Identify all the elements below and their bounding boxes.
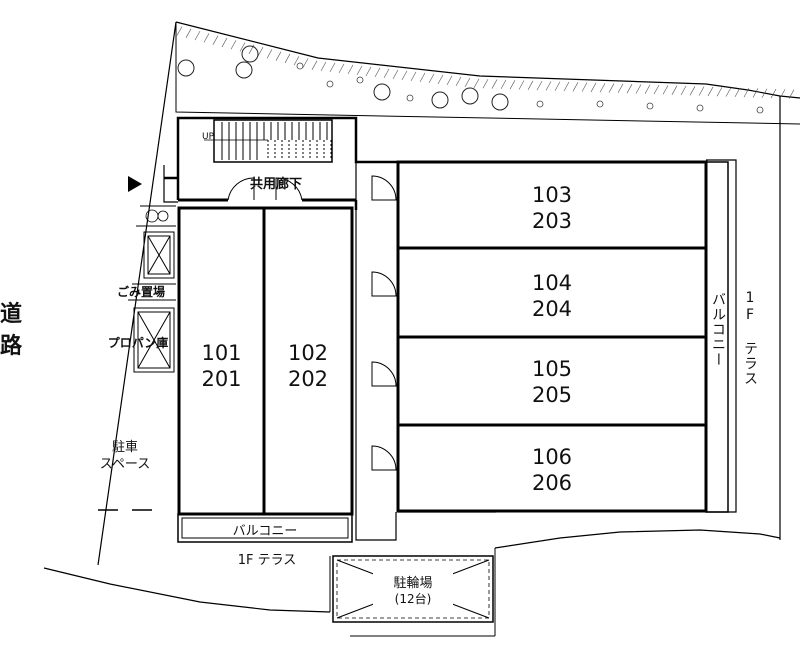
terrace-right-label: 1F テラス — [742, 290, 758, 386]
bike-label-2: (12台) — [373, 590, 453, 607]
unit-label-102: 102 202 — [264, 340, 352, 392]
lower-walls — [329, 548, 496, 637]
side-fence — [128, 205, 176, 301]
unit-number: 106 — [531, 445, 573, 469]
unit-number: 101 — [201, 341, 242, 365]
unit-number: 104 — [531, 271, 573, 295]
bush-icon — [145, 209, 169, 223]
unit-label-101: 101 201 — [179, 340, 264, 392]
tree-icon — [461, 87, 479, 105]
unit-label-105: 105 205 — [398, 356, 706, 408]
propane-label: プロパン庫 — [107, 336, 169, 350]
unit-number: 201 — [201, 367, 242, 391]
tree-icon — [177, 59, 195, 77]
entrance-arrow-icon — [128, 176, 142, 192]
garbage-box — [143, 231, 175, 279]
tree-icon — [373, 83, 391, 101]
unit-number: 105 — [531, 357, 573, 381]
unit-number: 203 — [531, 209, 573, 233]
shrub-icon — [536, 100, 544, 108]
unit-number: 202 — [287, 367, 329, 391]
propane-box — [133, 307, 175, 373]
unit-label-106: 106 206 — [398, 444, 706, 496]
site-boundary — [43, 21, 800, 613]
unit-number: 204 — [531, 297, 573, 321]
unit-number: 205 — [531, 383, 573, 407]
unit-number: 103 — [531, 183, 573, 207]
unit-number: 206 — [531, 471, 573, 495]
tree-icon — [235, 61, 253, 79]
shrub-icon — [296, 62, 304, 70]
shrub-icon — [646, 102, 654, 110]
unit-label-103: 103 203 — [398, 182, 706, 234]
shrub-icon — [406, 94, 414, 102]
door-swings — [227, 175, 397, 471]
balcony-bottom — [177, 513, 353, 543]
unit-number: 102 — [287, 341, 329, 365]
parking-label-1: 駐車 — [111, 440, 138, 455]
balcony-right — [705, 161, 729, 513]
tree-icon — [431, 91, 449, 109]
shrub-icon — [326, 80, 334, 88]
balcony-bottom-label: バルコニー — [232, 524, 298, 539]
road-label: 道 路 — [0, 302, 33, 359]
shrub-icon — [756, 106, 764, 114]
shrub-icon — [596, 100, 604, 108]
garbage-label: ごみ置場 — [116, 285, 165, 299]
unit-label-104: 104 204 — [398, 270, 706, 322]
hedge-area — [175, 22, 800, 125]
bike-label-1: 駐輪場 — [373, 572, 453, 591]
parking-label-2: スペース — [99, 457, 151, 472]
stair-up-label: UP — [201, 132, 214, 142]
stair — [204, 119, 333, 163]
terrace-bottom-label: 1F テラス — [237, 553, 297, 568]
balcony-right-label: バルコニー — [710, 292, 726, 367]
tree-icon — [491, 93, 509, 111]
shrub-icon — [696, 104, 704, 112]
corridor-label: 共用廊下 — [249, 177, 302, 192]
shrub-icon — [356, 76, 364, 84]
tree-icon — [241, 45, 259, 63]
